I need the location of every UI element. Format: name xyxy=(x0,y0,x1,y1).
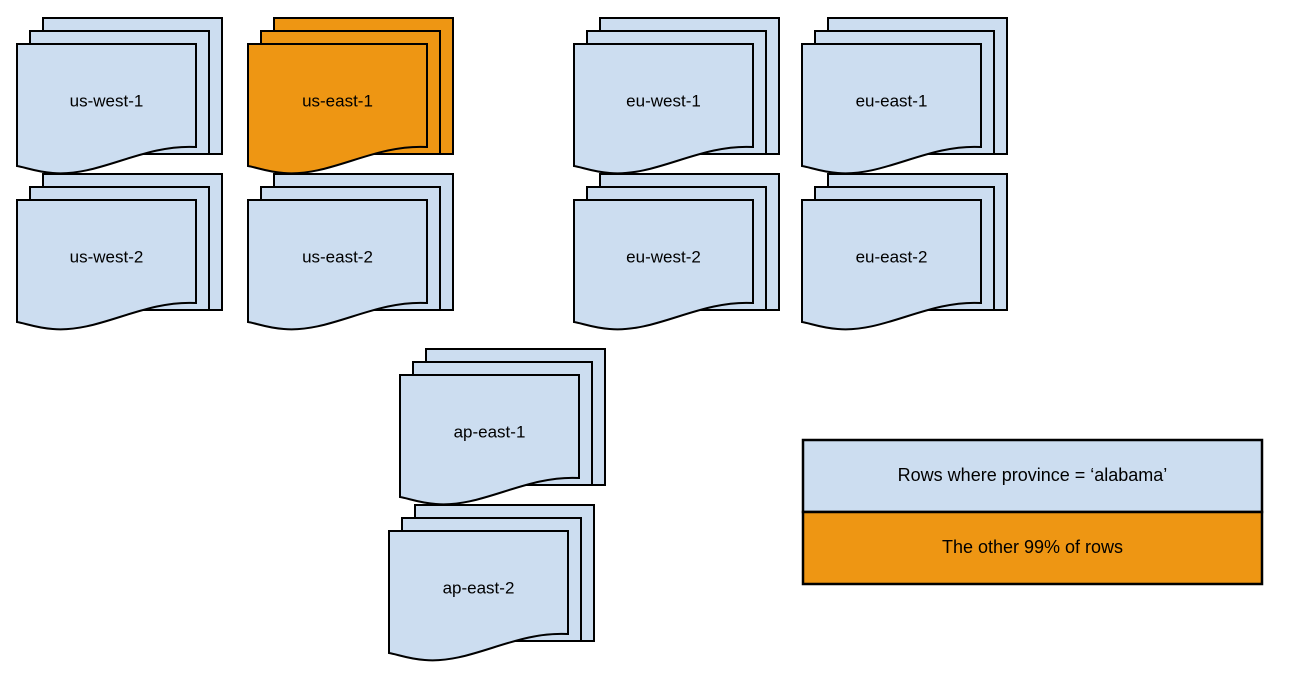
stack-label-us-west-1: us-west-1 xyxy=(70,91,144,110)
legend-label-legend-other-rows: The other 99% of rows xyxy=(942,537,1123,557)
document-stack-eu-west-1[interactable]: eu-west-1 xyxy=(573,17,780,175)
document-stack-us-west-2[interactable]: us-west-2 xyxy=(16,173,223,331)
stack-front-sheet xyxy=(801,43,982,175)
document-stack-eu-east-2[interactable]: eu-east-2 xyxy=(801,173,1008,331)
legend-swatch-highlight xyxy=(801,510,1264,586)
stack-front-sheet xyxy=(16,199,197,331)
stack-front-sheet xyxy=(247,199,428,331)
document-stack-eu-east-1[interactable]: eu-east-1 xyxy=(801,17,1008,175)
legend-row-legend-other-rows: The other 99% of rows xyxy=(801,510,1264,586)
document-stack-us-east-1[interactable]: us-east-1 xyxy=(247,17,454,175)
legend-row-legend-rows-alabama: Rows where province = ‘alabama’ xyxy=(801,438,1264,514)
legend-label-legend-rows-alabama: Rows where province = ‘alabama’ xyxy=(898,465,1168,485)
document-stack-ap-east-1[interactable]: ap-east-1 xyxy=(399,348,606,506)
stack-label-eu-east-1: eu-east-1 xyxy=(856,91,928,110)
stack-label-us-west-2: us-west-2 xyxy=(70,247,144,266)
stack-front-sheet xyxy=(16,43,197,175)
stack-label-ap-east-2: ap-east-2 xyxy=(443,578,515,597)
stack-label-eu-west-1: eu-west-1 xyxy=(626,91,701,110)
stack-label-us-east-2: us-east-2 xyxy=(302,247,373,266)
stack-front-sheet xyxy=(399,374,580,506)
document-stack-us-west-1[interactable]: us-west-1 xyxy=(16,17,223,175)
stack-front-sheet xyxy=(247,43,428,175)
stack-label-eu-west-2: eu-west-2 xyxy=(626,247,701,266)
document-stack-eu-west-2[interactable]: eu-west-2 xyxy=(573,173,780,331)
legend: Rows where province = ‘alabama’ The other… xyxy=(801,438,1264,586)
document-stack-us-east-2[interactable]: us-east-2 xyxy=(247,173,454,331)
stack-front-sheet xyxy=(573,43,754,175)
stack-front-sheet xyxy=(573,199,754,331)
stack-front-sheet xyxy=(801,199,982,331)
document-stack-ap-east-2[interactable]: ap-east-2 xyxy=(388,504,595,662)
stack-label-eu-east-2: eu-east-2 xyxy=(856,247,928,266)
stack-front-sheet xyxy=(388,530,569,662)
stack-label-ap-east-1: ap-east-1 xyxy=(454,422,526,441)
stack-label-us-east-1: us-east-1 xyxy=(302,91,373,110)
